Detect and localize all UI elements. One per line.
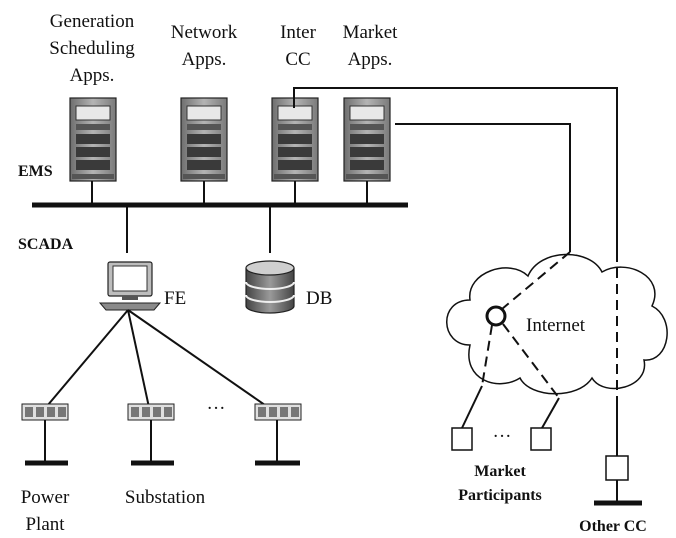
other-cc-label: Other CC bbox=[579, 518, 647, 535]
mp2-solid-link bbox=[541, 397, 560, 429]
generation-scheduling-label-line1: Generation bbox=[50, 11, 135, 32]
rtu-power-plant-icon bbox=[21, 403, 69, 421]
node-to-mp1-dashed bbox=[481, 324, 493, 387]
market-participants-ellipsis: ··· bbox=[493, 426, 512, 447]
market-participants-label-line2: Participants bbox=[458, 487, 542, 504]
server-inter-cc-icon bbox=[271, 97, 319, 182]
fe-to-substation-line bbox=[127, 309, 151, 413]
market-participant-1-box bbox=[451, 427, 473, 451]
power-plant-label-line1: Power bbox=[21, 487, 70, 508]
generation-scheduling-label-line3: Apps. bbox=[70, 65, 115, 86]
network-apps-label-line1: Network bbox=[171, 22, 238, 43]
fe-label: FE bbox=[164, 288, 186, 309]
scada-label: SCADA bbox=[18, 236, 74, 253]
mp1-solid-link bbox=[461, 385, 483, 429]
internet-label: Internet bbox=[526, 315, 586, 336]
rtu-substation-icon bbox=[127, 403, 175, 421]
market-apps-internet-link bbox=[395, 123, 571, 252]
inter-cc-top-link bbox=[293, 87, 618, 252]
fe-to-rtu3-line bbox=[127, 309, 276, 413]
other-cc-box bbox=[605, 455, 629, 481]
db-cylinder-icon bbox=[245, 260, 295, 314]
internet-node-icon bbox=[485, 305, 507, 327]
market-participant-2-box bbox=[530, 427, 552, 451]
market-participants-label-line1: Market bbox=[474, 463, 526, 480]
server-market-apps-icon bbox=[343, 97, 391, 182]
generation-scheduling-label-line2: Scheduling bbox=[49, 38, 135, 59]
network-apps-label-line2: Apps. bbox=[182, 49, 227, 70]
inter-cc-label-line1: Inter bbox=[280, 22, 317, 43]
internet-cloud-icon bbox=[446, 253, 668, 395]
server-network-apps-icon bbox=[180, 97, 228, 182]
rtu-ellipsis: ··· bbox=[207, 398, 226, 419]
market-apps-label-line2: Apps. bbox=[348, 49, 393, 70]
market-apps-label-line1: Market bbox=[343, 22, 399, 43]
rtu-3-icon bbox=[254, 403, 302, 421]
server-generation-scheduling-icon bbox=[69, 97, 117, 182]
inter-cc-label-line2: CC bbox=[285, 49, 310, 70]
ems-label: EMS bbox=[18, 163, 53, 180]
substation-label: Substation bbox=[125, 487, 206, 508]
internet-dashed-to-node bbox=[501, 251, 571, 310]
db-label: DB bbox=[306, 288, 332, 309]
fe-computer-icon bbox=[98, 261, 162, 311]
power-plant-label-line2: Plant bbox=[25, 514, 65, 535]
fe-to-power-plant-line bbox=[41, 309, 129, 413]
